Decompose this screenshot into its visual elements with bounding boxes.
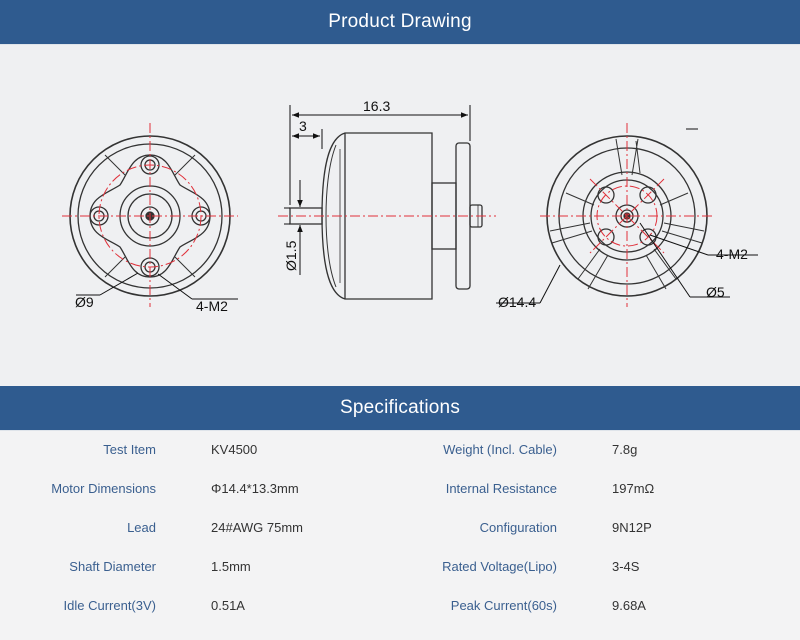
- spec-label: Configuration: [479, 520, 557, 535]
- specifications-table: Test Item KV4500 Weight (Incl. Cable) 7.…: [0, 431, 800, 640]
- spec-row: Test Item KV4500 Weight (Incl. Cable) 7.…: [0, 442, 800, 481]
- rear-leaders: [496, 128, 758, 304]
- spec-value: KV4500: [211, 442, 258, 457]
- spec-value: Φ14.4*13.3mm: [211, 481, 299, 496]
- spec-row: Shaft Diameter 1.5mm Rated Voltage(Lipo)…: [0, 559, 800, 598]
- front-dia-label: Ø9: [75, 294, 94, 310]
- rear-centerlines: [540, 123, 714, 307]
- rear-inner-label: Ø5: [706, 284, 725, 300]
- spec-label: Motor Dimensions: [51, 481, 156, 496]
- spec-value: 7.8g: [612, 442, 638, 457]
- side-dimensions: [284, 105, 471, 275]
- spec-value: 9.68A: [612, 598, 646, 613]
- spec-label: Lead: [127, 520, 156, 535]
- product-drawing-title: Product Drawing: [328, 11, 472, 32]
- spec-label: Rated Voltage(Lipo): [442, 559, 557, 574]
- spec-label: Internal Resistance: [445, 481, 557, 496]
- spec-value: 3-4S: [612, 559, 640, 574]
- spec-row: Idle Current(3V) 0.51A Peak Current(60s)…: [0, 598, 800, 637]
- front-leaders: [76, 272, 238, 300]
- side-length-label: 16.3: [363, 98, 390, 114]
- specifications-title: Specifications: [339, 397, 461, 418]
- spec-value: 9N12P: [612, 520, 652, 535]
- spec-row: Motor Dimensions Φ14.4*13.3mm Internal R…: [0, 481, 800, 520]
- spec-label: Weight (Incl. Cable): [443, 442, 557, 457]
- side-short-label: 3: [299, 118, 307, 134]
- spec-label: Peak Current(60s): [450, 598, 557, 613]
- motor-drawing: Ø9 4-M2: [62, 98, 758, 314]
- spec-value: 197mΩ: [612, 481, 655, 496]
- product-drawing-area: Ø9 4-M2: [0, 45, 800, 385]
- specifications-banner: Specifications: [0, 386, 800, 431]
- product-drawing-banner: Product Drawing: [0, 0, 800, 45]
- spec-label: Shaft Diameter: [69, 559, 156, 574]
- side-shaft-label: Ø1.5: [283, 240, 299, 271]
- spec-value: 1.5mm: [211, 559, 251, 574]
- spec-label: Test Item: [103, 442, 156, 457]
- spec-label: Idle Current(3V): [63, 598, 156, 613]
- spec-row: Lead 24#AWG 75mm Configuration 9N12P: [0, 520, 800, 559]
- front-centerlines: [62, 123, 238, 307]
- rear-dia-label: Ø14.4: [498, 294, 536, 310]
- spec-value: 24#AWG 75mm: [211, 520, 303, 535]
- rear-holes-label: 4-M2: [716, 246, 748, 262]
- spec-value: 0.51A: [211, 598, 245, 613]
- front-holes-label: 4-M2: [196, 298, 228, 314]
